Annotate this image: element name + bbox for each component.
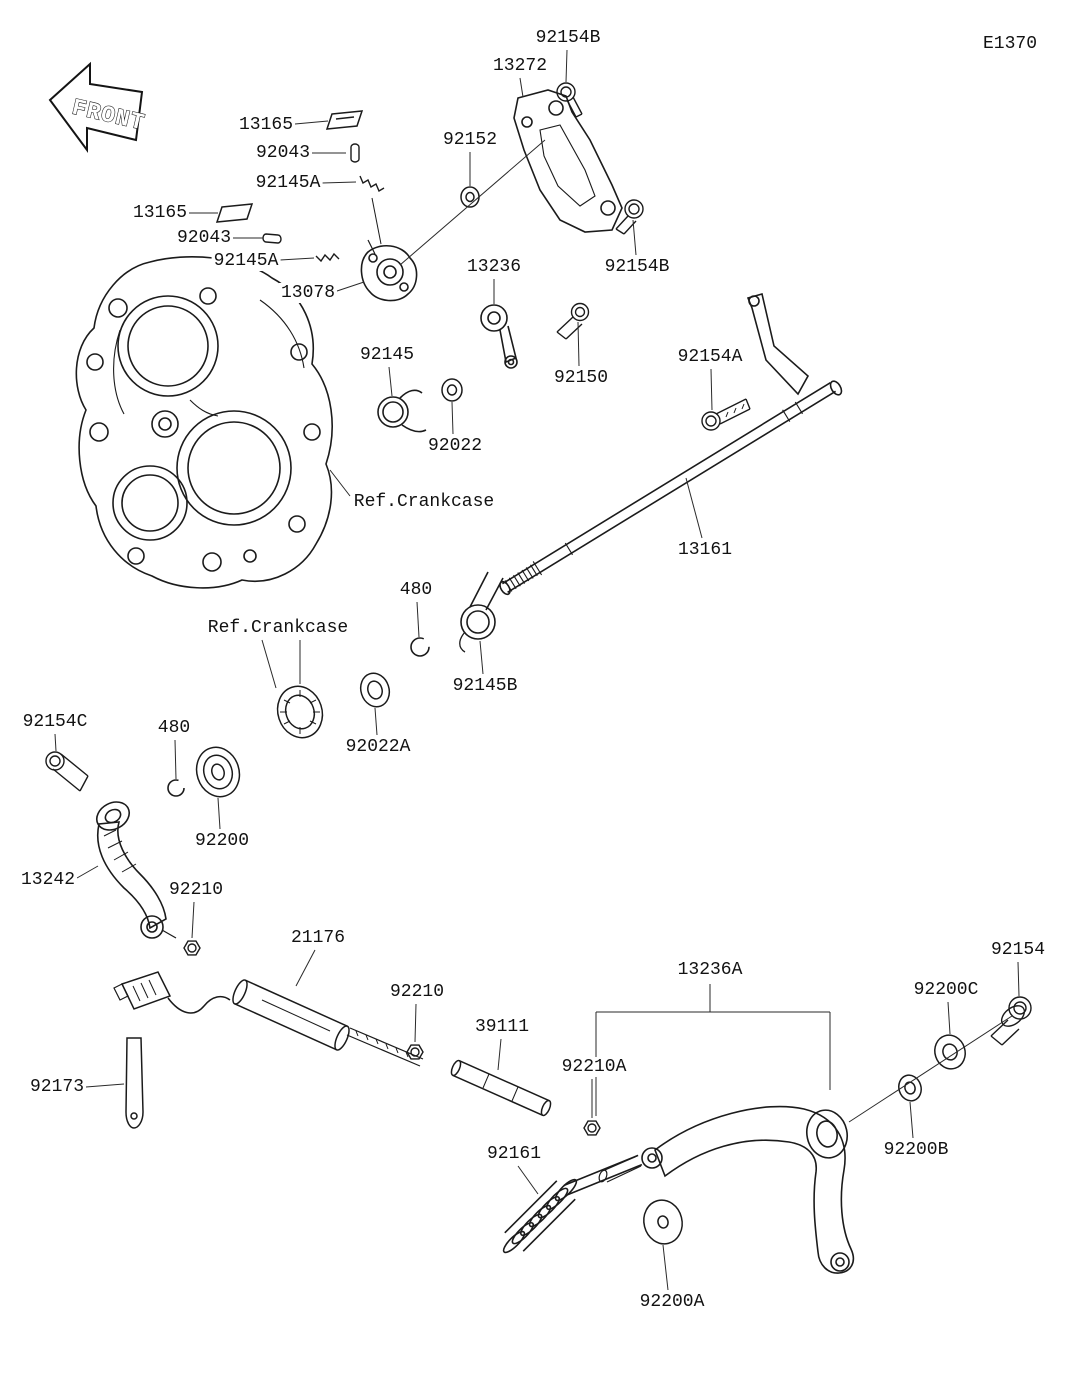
part-bolt-92150 — [556, 302, 590, 340]
part-bolt-92154c — [45, 751, 89, 792]
part-spring-92145a-left — [315, 252, 340, 263]
part-actuator-21176 — [113, 971, 424, 1067]
part-bracket-13272 — [513, 89, 623, 233]
part-shift-pedal-13236a — [502, 1105, 855, 1274]
part-pawl-13165-left — [215, 203, 254, 223]
part-nut-92210-upper — [183, 940, 201, 956]
part-pawl-13165-top — [325, 110, 364, 130]
part-washer-92022 — [441, 378, 463, 402]
part-spring-92145a-top — [359, 175, 385, 245]
part-pedal-pin — [598, 1155, 642, 1183]
part-pin-92043-left — [262, 233, 282, 244]
part-washer-92200c — [934, 1034, 966, 1070]
part-nut-92210-lower — [406, 1044, 424, 1060]
part-lever-13236 — [480, 304, 518, 369]
part-bolt-92154 — [990, 996, 1032, 1046]
part-snap-ring-480-top — [410, 637, 430, 657]
part-crankcase — [75, 256, 333, 589]
part-washer-92022a — [359, 672, 391, 708]
part-nut-92210a — [583, 1120, 601, 1136]
part-needle-bearing — [276, 685, 324, 739]
part-washer-92200 — [195, 746, 241, 798]
leader-lines — [54, 49, 1020, 1291]
part-strap-92173 — [125, 1037, 144, 1129]
axis-lines — [399, 139, 1013, 1123]
part-washer-92200b — [898, 1074, 922, 1102]
part-rod-39111 — [450, 1059, 552, 1117]
part-spring-92145 — [377, 389, 427, 433]
part-pin-92043-top — [350, 143, 360, 163]
part-bolt-92154b-top — [556, 82, 583, 118]
part-shift-shaft-13161 — [499, 292, 843, 596]
front-arrow: FRONT — [48, 61, 148, 154]
part-bolt-92154b-right — [615, 199, 644, 235]
part-lever-13242 — [95, 801, 177, 939]
part-washer-92200a — [643, 1199, 683, 1245]
part-spring-92145b — [459, 571, 504, 653]
part-ratchet-13078 — [360, 239, 418, 302]
page-code: E1370 — [982, 34, 1037, 54]
part-snap-ring-480-bottom — [167, 779, 185, 797]
part-bolt-92154a — [701, 398, 751, 431]
part-pedal-rubber-92161 — [502, 1178, 578, 1254]
